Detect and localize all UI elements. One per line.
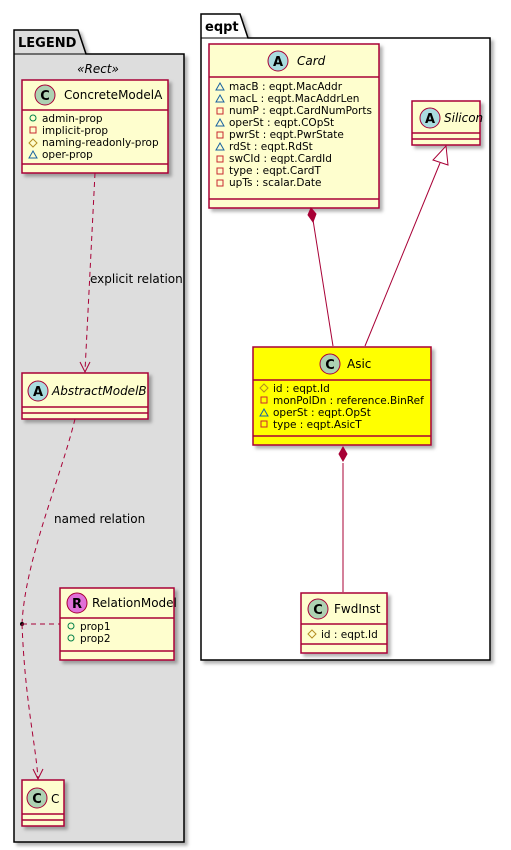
explicit-relation-label: explicit relation xyxy=(90,272,183,286)
inheritance-asic-silicon xyxy=(364,144,449,347)
attr: operSt : eqpt.COpSt xyxy=(229,117,334,129)
legend-title: LEGEND xyxy=(18,36,77,51)
attr: prop2 xyxy=(80,633,111,645)
public-icon xyxy=(29,114,37,122)
protected-icon xyxy=(307,629,317,639)
private-icon xyxy=(260,396,268,404)
class-glyph: C xyxy=(32,792,42,807)
attr: operSt : eqpt.OpSt xyxy=(273,407,371,419)
class-abstract-model-b[interactable]: A AbstractModelB xyxy=(21,372,149,420)
class-relation-model[interactable]: R RelationModel prop1 prop2 xyxy=(59,587,177,661)
private-icon xyxy=(216,107,224,115)
legend-stereotype: «Rect» xyxy=(77,62,119,76)
attr: id : eqpt.Id xyxy=(273,383,330,395)
class-name: Silicon xyxy=(444,111,483,125)
attr: id : eqpt.Id xyxy=(321,629,378,641)
package-private-icon xyxy=(215,117,225,127)
class-silicon[interactable]: A Silicon xyxy=(411,100,483,146)
protected-icon xyxy=(259,383,269,393)
attr: monPolDn : reference.BinRef xyxy=(273,395,424,407)
class-name: Card xyxy=(297,54,326,68)
class-name: ConcreteModelA xyxy=(64,88,163,102)
class-icon xyxy=(34,84,56,106)
class-name: AbstractModelB xyxy=(51,384,147,398)
class-name: Asic xyxy=(347,357,371,371)
private-icon xyxy=(29,126,37,134)
attr: naming-readonly-prop xyxy=(42,137,159,149)
class-asic[interactable]: C Asic id : eqpt.Id monPolDn : reference… xyxy=(252,346,432,446)
package-private-icon xyxy=(215,141,225,151)
class-name: RelationModel xyxy=(92,596,177,610)
named-relation-label: named relation xyxy=(54,512,145,526)
class-icon xyxy=(26,787,48,809)
private-icon xyxy=(216,131,224,139)
class-glyph: R xyxy=(72,597,82,612)
composition-asic-fwdinst xyxy=(338,445,348,592)
private-icon xyxy=(216,167,224,175)
attr: macB : eqpt.MacAddr xyxy=(229,81,343,93)
attr: pwrSt : eqpt.PwrState xyxy=(229,129,344,141)
private-icon xyxy=(260,420,268,428)
attr: type : eqpt.CardT xyxy=(229,165,321,177)
abstract-icon xyxy=(419,107,441,129)
abstract-icon xyxy=(267,50,289,72)
public-icon xyxy=(67,634,75,642)
attr: rdSt : eqpt.RdSt xyxy=(229,141,313,153)
class-glyph: A xyxy=(33,385,43,400)
class-concrete-model-a[interactable]: C ConcreteModelA admin-prop implicit-pro… xyxy=(21,79,169,174)
public-icon xyxy=(67,622,75,630)
private-icon xyxy=(216,155,224,163)
attr: implicit-prop xyxy=(42,125,108,137)
explicit-relation-arrow: explicit relation xyxy=(79,172,183,374)
package-private-icon xyxy=(28,149,38,159)
composition-card-asic xyxy=(307,207,334,347)
class-glyph: A xyxy=(273,55,283,70)
class-glyph: C xyxy=(325,358,335,373)
class-name: C xyxy=(51,792,59,806)
package-private-icon xyxy=(259,407,269,417)
class-icon xyxy=(319,353,341,375)
attr: numP : eqpt.CardNumPorts xyxy=(229,105,372,117)
private-icon xyxy=(216,179,224,187)
class-glyph: A xyxy=(425,112,435,127)
abstract-icon xyxy=(27,380,49,402)
eqpt-title: eqpt xyxy=(205,20,239,35)
package-private-icon xyxy=(215,93,225,103)
attr: macL : eqpt.MacAddrLen xyxy=(229,93,359,105)
attr: type : eqpt.AsicT xyxy=(273,419,362,431)
class-icon xyxy=(307,598,329,620)
named-relation-arrow: named relation xyxy=(20,418,145,781)
class-glyph: C xyxy=(40,89,50,104)
attr: upTs : scalar.Date xyxy=(229,177,322,189)
package-private-icon xyxy=(215,81,225,91)
attr: admin-prop xyxy=(42,113,103,125)
attr: swCId : eqpt.CardId xyxy=(229,153,332,165)
attr: oper-prop xyxy=(42,149,93,161)
class-name: FwdInst xyxy=(334,602,381,616)
class-fwdinst[interactable]: C FwdInst id : eqpt.Id xyxy=(300,592,388,654)
class-glyph: C xyxy=(313,603,323,618)
attr: prop1 xyxy=(80,621,111,633)
relation-icon xyxy=(66,592,88,614)
class-c[interactable]: C C xyxy=(21,779,65,827)
protected-icon xyxy=(28,138,38,148)
